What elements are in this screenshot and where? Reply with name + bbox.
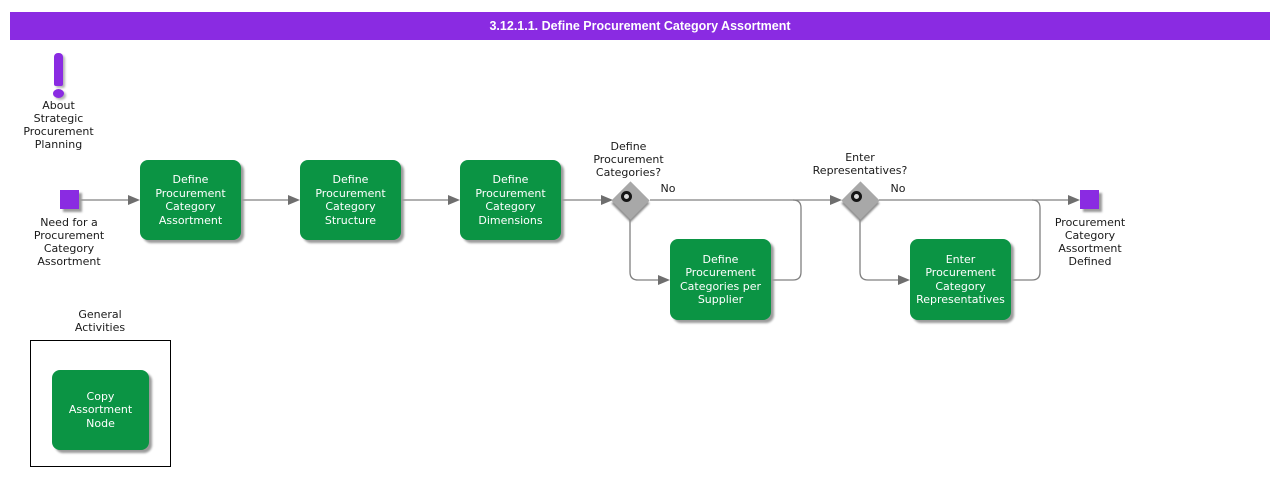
page-title: 3.12.1.1. Define Procurement Category As… [489, 19, 791, 33]
gateway1-question-label: Define Procurement Categories? [593, 140, 664, 179]
gateway2-no-label: No [890, 182, 906, 195]
task-label: Define Procurement Category Structure [315, 173, 386, 227]
general-activities-label: General Activities [74, 308, 126, 334]
gateway2-decision-node[interactable] [841, 181, 880, 220]
task-define-procurement-category-structure[interactable]: Define Procurement Category Structure [300, 160, 401, 240]
task-label: Define Procurement Categories per Suppli… [679, 252, 762, 307]
start-event-node[interactable] [60, 190, 79, 209]
end-event-node[interactable] [1080, 190, 1099, 209]
arrowhead [128, 195, 140, 205]
exclamation-icon-dot[interactable] [53, 89, 64, 98]
task-copy-assortment-node[interactable]: Copy Assortment Node [52, 370, 149, 450]
gateway2-circle-icon [851, 191, 862, 202]
arrowhead [448, 195, 460, 205]
edge-gateway2-down-to-representatives [859, 219, 899, 281]
gateway1-circle-icon [621, 191, 632, 202]
arrowhead [1068, 195, 1080, 205]
gateway1-decision-node[interactable] [611, 181, 650, 220]
gateway2-question-label: Enter Representatives? [812, 151, 908, 177]
header-bar: 3.12.1.1. Define Procurement Category As… [10, 12, 1270, 40]
about-note-label[interactable]: About Strategic Procurement Planning [23, 99, 94, 151]
edge-gateway1-down-to-supplier [629, 219, 659, 281]
start-event-label: Need for a Procurement Category Assortme… [33, 216, 105, 268]
arrowhead [898, 275, 910, 285]
end-event-label: Procurement Category Assortment Defined [1054, 216, 1126, 268]
arrowhead [288, 195, 300, 205]
task-define-procurement-category-dimensions[interactable]: Define Procurement Category Dimensions [460, 160, 561, 240]
task-define-procurement-category-assortment[interactable]: Define Procurement Category Assortment [140, 160, 241, 240]
task-label: Enter Procurement Category Representativ… [916, 252, 1005, 307]
edge-supplier-rejoin [771, 199, 802, 281]
gateway1-no-label: No [660, 182, 676, 195]
task-enter-procurement-category-representatives[interactable]: Enter Procurement Category Representativ… [910, 239, 1011, 320]
arrowhead [658, 275, 670, 285]
edge-representatives-rejoin [1010, 199, 1041, 281]
exclamation-icon[interactable] [54, 53, 63, 86]
task-define-procurement-categories-per-supplier[interactable]: Define Procurement Categories per Suppli… [670, 239, 771, 320]
task-label: Define Procurement Category Assortment [155, 173, 226, 227]
task-label: Define Procurement Category Dimensions [475, 173, 546, 227]
task-label: Copy Assortment Node [68, 389, 133, 430]
